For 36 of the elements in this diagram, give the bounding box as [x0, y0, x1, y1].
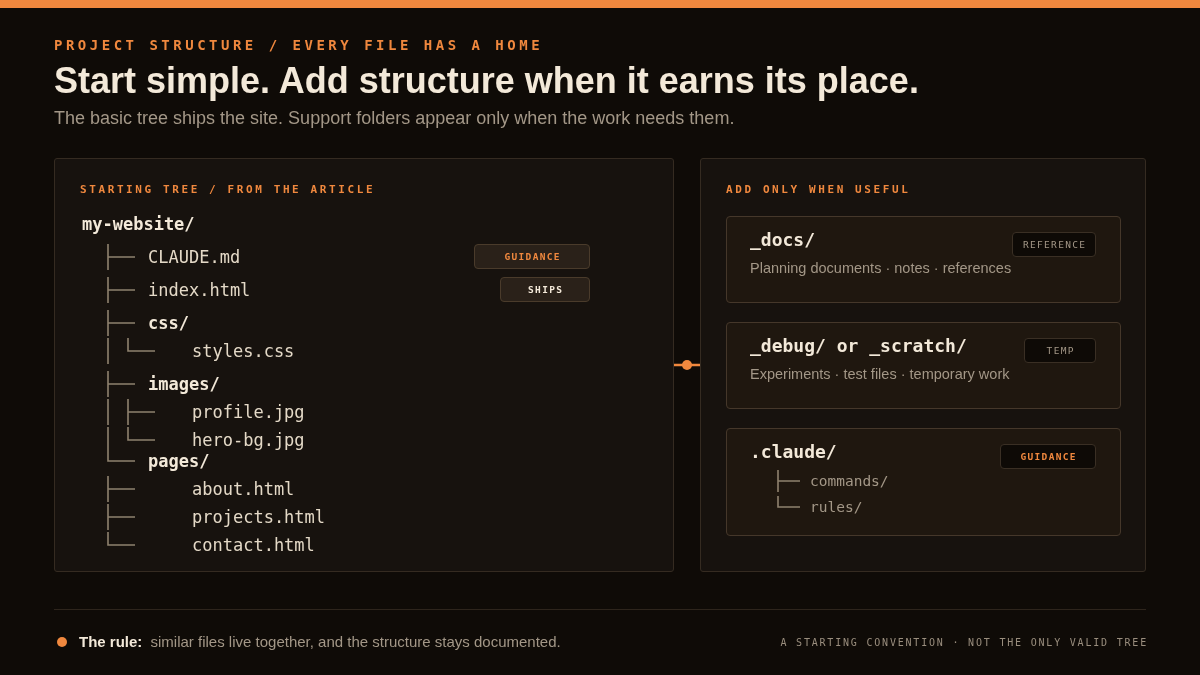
folder-card — [726, 216, 1121, 303]
file-name: hero-bg.jpg — [192, 429, 305, 451]
file-name: index.html — [148, 279, 251, 301]
category-tag: GUIDANCE — [1000, 444, 1096, 469]
subtitle: The basic tree ships the site. Support folders appear only when the work needs them. — [54, 107, 735, 130]
category-tag: GUIDANCE — [474, 244, 590, 269]
folder-name: .claude/ — [750, 441, 837, 463]
folder-name: _docs/ — [750, 229, 816, 251]
folder-name: pages/ — [148, 450, 210, 472]
category-tag: REFERENCE — [1012, 232, 1096, 257]
category-tag: TEMP — [1024, 338, 1096, 363]
eyebrow-text: PROJECT STRUCTURE / EVERY FILE HAS A HOME — [54, 36, 544, 54]
folder-description: Experiments · test files · temporary work — [750, 365, 1010, 383]
folder-name: css/ — [148, 312, 189, 334]
subfolder-name: commands/ — [810, 472, 889, 490]
folder-name: my-website/ — [82, 213, 195, 235]
file-name: CLAUDE.md — [148, 246, 241, 268]
folder-name: images/ — [148, 373, 220, 395]
panel — [700, 158, 1146, 572]
folder-card — [726, 428, 1121, 536]
file-name: styles.css — [192, 340, 295, 362]
file-name: projects.html — [192, 506, 326, 528]
category-tag: SHIPS — [500, 277, 590, 302]
folder-description: Planning documents · notes · references — [750, 259, 1012, 277]
folder-card — [726, 322, 1121, 409]
page-title: Start simple. Add structure when it earns its place. — [54, 60, 919, 102]
rule-note: The rule: similar files live together, and the structure stays documented. — [79, 632, 561, 652]
file-name: about.html — [192, 478, 295, 500]
footer-note: A STARTING CONVENTION · NOT THE ONLY VALID TREE — [780, 636, 1148, 650]
folder-name: _debug/ or _scratch/ — [750, 335, 967, 357]
panel — [54, 158, 674, 572]
file-name: contact.html — [192, 534, 315, 556]
panel-heading: STARTING TREE / FROM THE ARTICLE — [80, 183, 376, 197]
subfolder-name: rules/ — [810, 498, 863, 516]
file-name: profile.jpg — [192, 401, 305, 423]
panel-heading: ADD ONLY WHEN USEFUL — [726, 183, 911, 197]
